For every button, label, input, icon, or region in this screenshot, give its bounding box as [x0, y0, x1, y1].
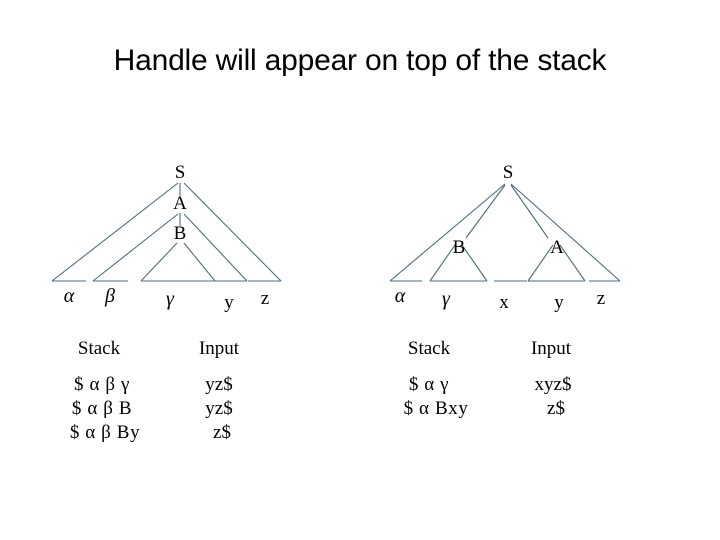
page-title: Handle will appear on top of the stack	[113, 44, 607, 77]
right-leaf-alpha: α	[394, 285, 406, 307]
right-leaf-gamma: γ	[442, 288, 450, 310]
right-node-A: A	[550, 237, 564, 258]
right-table-row-2-stack: $ α Bxy	[403, 398, 469, 419]
left-table-header-stack: Stack	[77, 338, 121, 359]
right-table-header-stack: Stack	[407, 338, 451, 359]
right-table-row-2-input: z$	[547, 398, 565, 419]
left-table-row-1-input: yz$	[205, 374, 233, 395]
right-leaf-z: z	[596, 288, 606, 309]
left-node-A: A	[173, 193, 187, 214]
left-node-B: B	[173, 223, 187, 244]
left-table-header-input: Input	[198, 338, 240, 359]
left-leaf-alpha: α	[63, 285, 75, 307]
right-table-row-1-stack: $ α γ	[408, 374, 450, 395]
right-table-header-input: Input	[530, 338, 572, 359]
left-leaf-beta: β	[105, 285, 115, 307]
left-leaf-z: z	[260, 288, 270, 309]
left-table-row-3-stack: $ α β By	[69, 422, 141, 443]
left-leaf-y: y	[224, 292, 234, 313]
right-leaf-x: x	[499, 292, 509, 313]
left-leaf-gamma: γ	[166, 288, 174, 310]
left-table-row-3-input: z$	[213, 422, 231, 443]
left-table-row-2-input: yz$	[205, 398, 233, 419]
right-leaf-y: y	[554, 292, 564, 313]
left-table-row-1-stack: $ α β γ	[74, 374, 130, 395]
left-node-S: S	[174, 162, 186, 183]
left-table-row-2-stack: $ α β B	[71, 398, 133, 419]
right-table-row-1-input: xyz$	[534, 374, 572, 395]
right-node-S: S	[502, 162, 514, 183]
right-node-B: B	[452, 237, 466, 258]
